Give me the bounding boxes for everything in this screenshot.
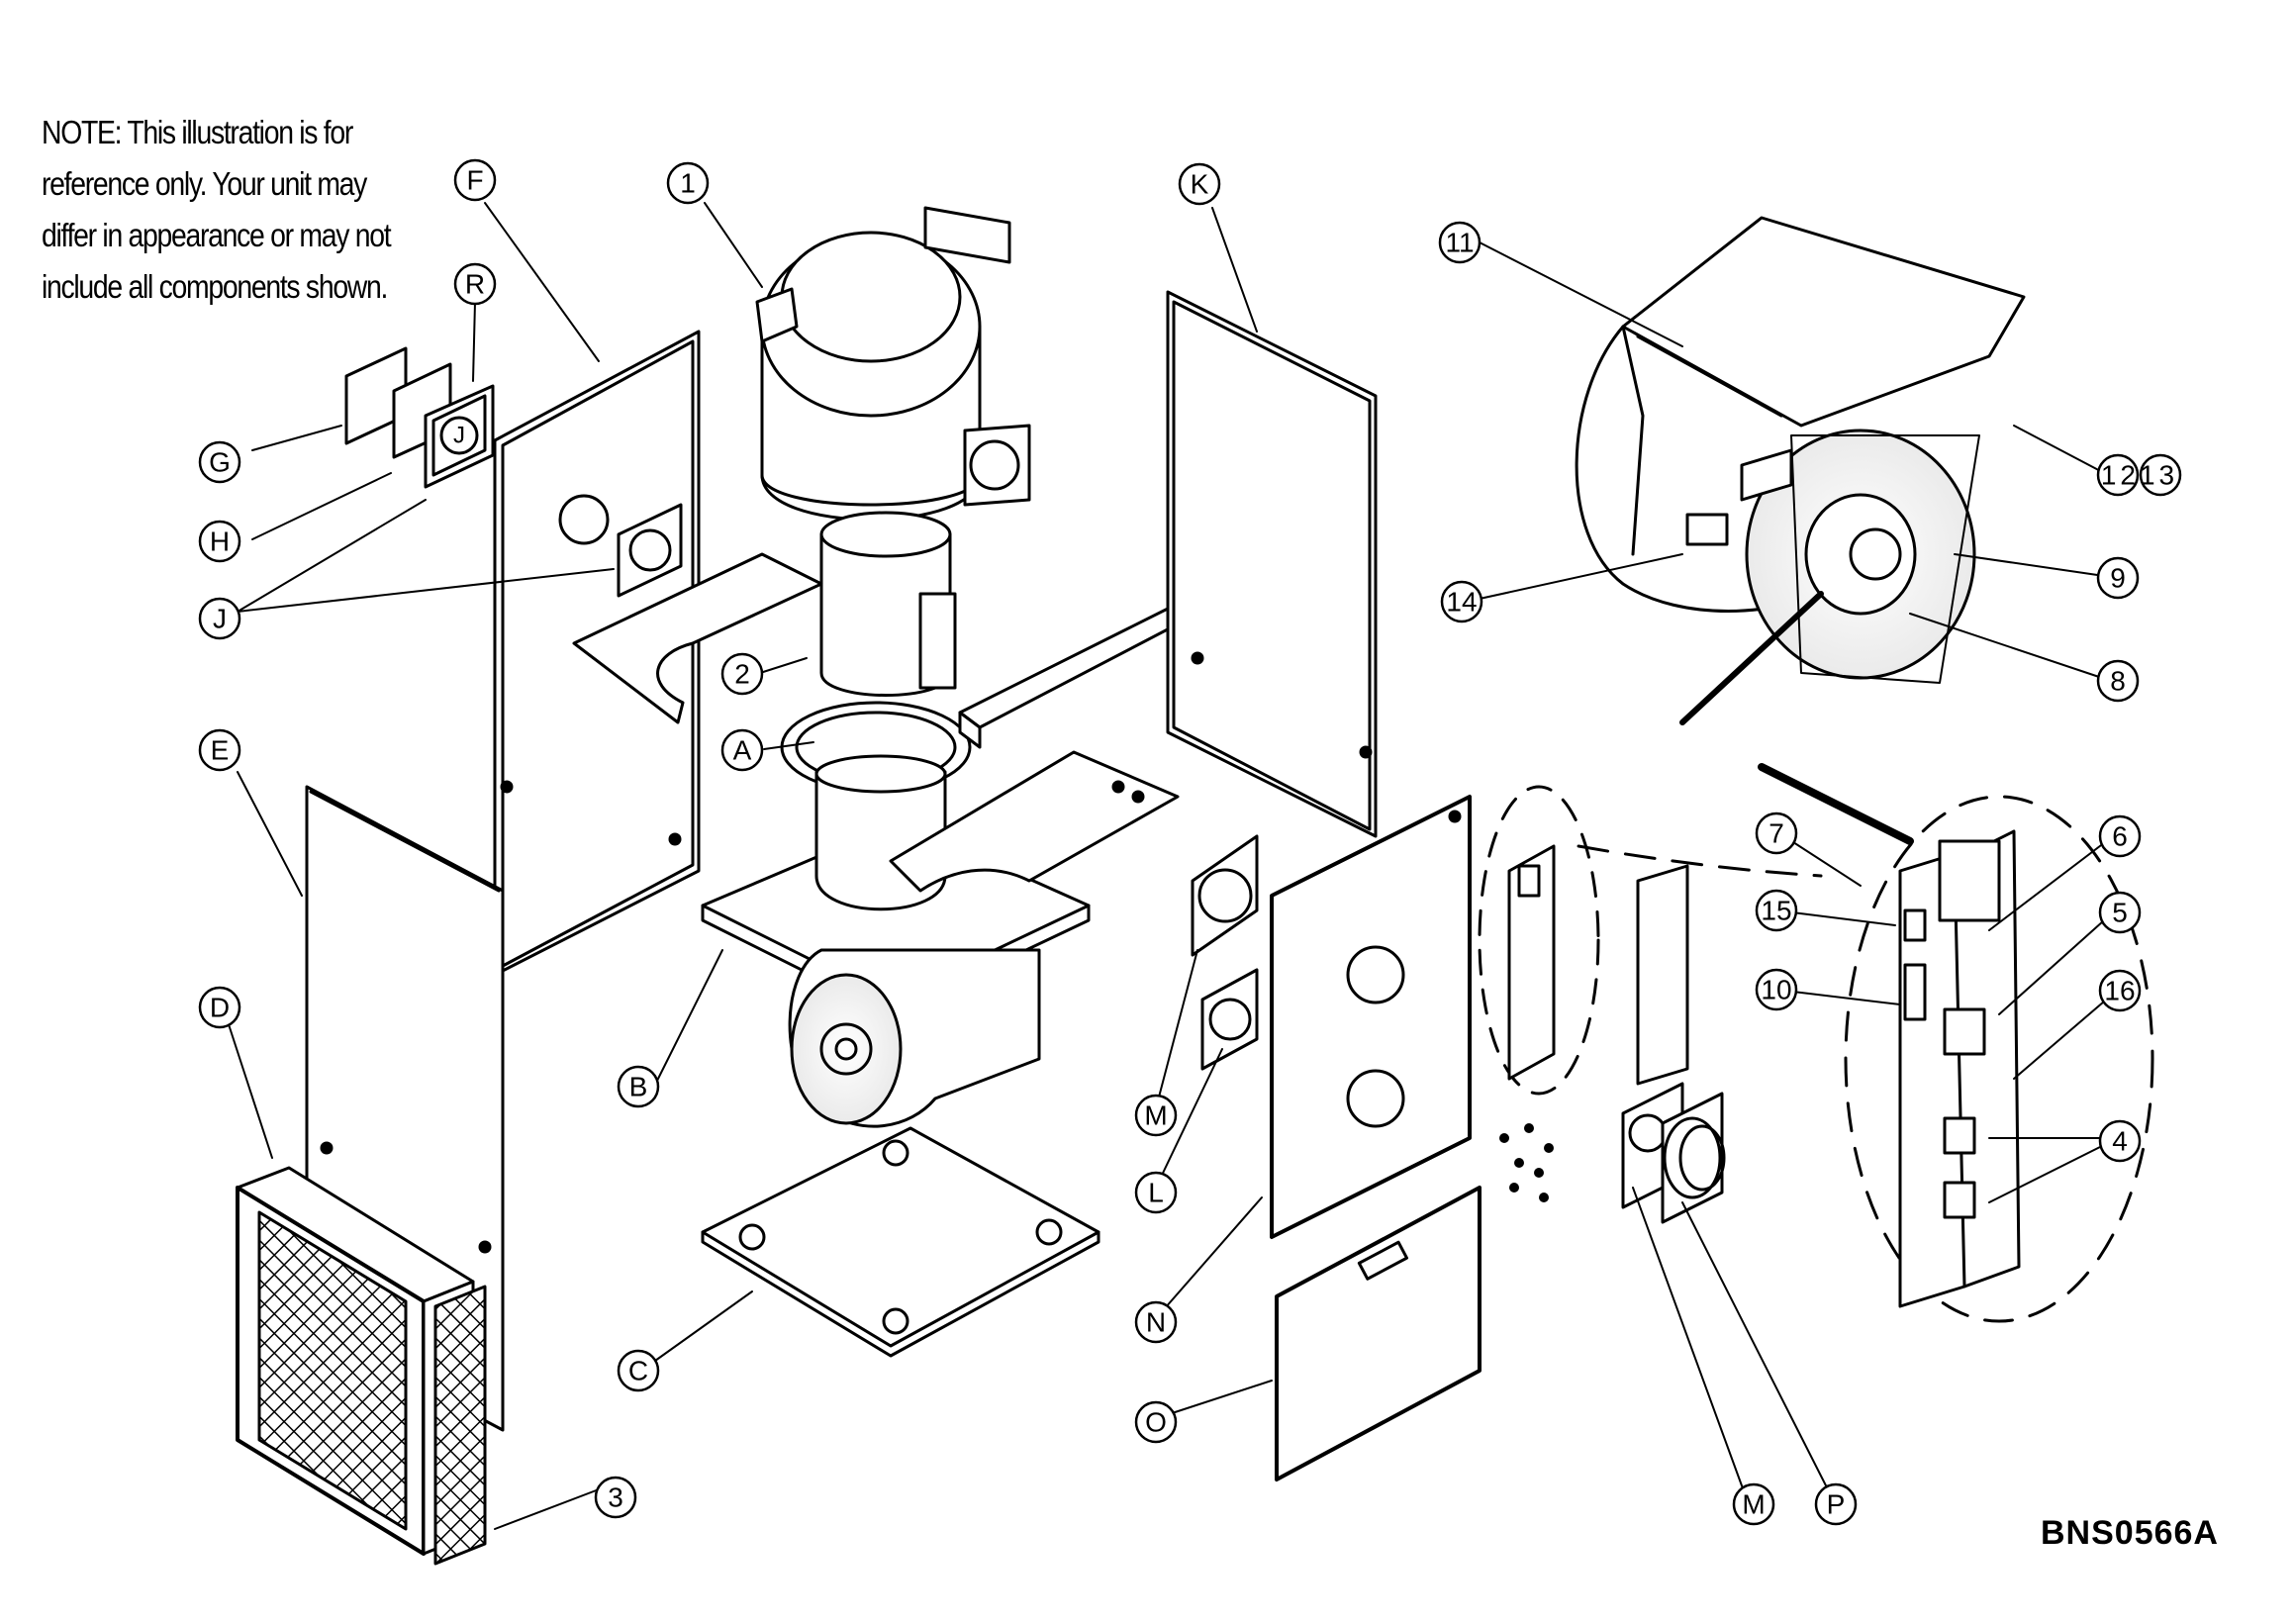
callout-m-upper: M <box>1144 1100 1167 1131</box>
gasket-strip <box>1636 864 1689 1086</box>
callout-circle-9 <box>2096 556 2140 600</box>
note-line-4: include all components shown. <box>42 268 388 305</box>
callout-circle-p <box>1814 1482 1858 1526</box>
vent-collar-p <box>1661 1092 1726 1224</box>
note-line-3: differ in appearance or may not <box>42 217 392 253</box>
callout-circle-10 <box>1755 968 1798 1011</box>
control-box-detail <box>1758 763 2154 1323</box>
right-rear-panel-k <box>1166 290 1378 838</box>
callout-8: 8 <box>2110 666 2126 697</box>
flange-plate-m <box>1191 834 1259 957</box>
callout-circle-l <box>1134 1171 1178 1214</box>
combustion-tube-2 <box>819 511 957 697</box>
callout-c: C <box>628 1356 648 1386</box>
flange-plate-r <box>424 384 495 489</box>
callout-a: A <box>733 735 752 766</box>
note-line-2: reference only. Your unit may <box>42 165 367 202</box>
callout-circle-n <box>1134 1300 1178 1344</box>
callout-3: 3 <box>608 1482 623 1513</box>
illustration-note: NOTE: This illustration is for reference… <box>42 107 392 313</box>
callout-circle-c <box>617 1349 660 1392</box>
circulating-blower <box>788 948 1041 1128</box>
callout-circle-14 <box>1440 580 1483 623</box>
dashed-leader <box>1577 844 1823 878</box>
callout-15: 15 <box>1761 896 1791 926</box>
callout-b: B <box>629 1072 648 1102</box>
baffle-right <box>889 750 1180 893</box>
baffle-left <box>572 552 823 724</box>
callout-circle-r <box>453 262 497 306</box>
callout-circle-4 <box>2098 1119 2142 1163</box>
callout-11: 11 <box>1445 228 1474 258</box>
access-door-o <box>1275 1186 1482 1481</box>
callout-circle-5 <box>2098 891 2142 934</box>
callout-circle-7 <box>1755 812 1798 855</box>
callout-4: 4 <box>2112 1126 2128 1157</box>
callout-circle-12 <box>2096 453 2140 497</box>
heat-exchanger-1 <box>755 206 1031 522</box>
callout-circle-8 <box>2096 659 2140 703</box>
callout-p: P <box>1827 1489 1846 1520</box>
callout-circle-o <box>1134 1400 1178 1444</box>
callout-5: 5 <box>2112 898 2128 928</box>
callout-14: 14 <box>1446 587 1477 618</box>
callout-circle-d <box>198 986 241 1029</box>
control-panel-assembly <box>1478 785 1600 1096</box>
callout-circle-g <box>198 440 241 484</box>
callout-circle-3 <box>594 1476 637 1519</box>
callout-o: O <box>1145 1407 1167 1438</box>
callout-circle-16 <box>2098 969 2142 1012</box>
base-pan-c <box>701 1126 1100 1358</box>
callout-circle-11 <box>1438 221 1482 264</box>
callout-r: R <box>465 269 485 300</box>
air-filter <box>433 1285 487 1566</box>
callout-circle-f <box>453 158 497 202</box>
callout-l: L <box>1148 1178 1164 1208</box>
callout-circle-m1 <box>1134 1094 1178 1137</box>
callout-j-plate: J <box>453 423 465 449</box>
callout-circle-h <box>198 520 241 563</box>
leader-lines <box>227 202 2119 1530</box>
callout-circle-k <box>1178 162 1221 206</box>
callout-circle-2 <box>720 652 764 696</box>
flange-plate-j <box>617 503 683 598</box>
callout-10: 10 <box>1761 975 1791 1005</box>
callout-circle-13 <box>2139 453 2182 497</box>
callout-9: 9 <box>2110 563 2126 594</box>
callout-12-13: 1213 <box>2101 460 2178 491</box>
callout-6: 6 <box>2112 821 2128 852</box>
callout-circle-e <box>198 728 241 772</box>
callout-labels: F R G H J J E D 3 1 2 A B C K M L N O M … <box>209 165 2178 1520</box>
callout-k: K <box>1191 169 1209 200</box>
callout-e: E <box>211 735 230 766</box>
callout-circle-a <box>720 728 764 772</box>
callout-n: N <box>1146 1307 1166 1338</box>
callout-circle-6 <box>2098 814 2142 858</box>
callout-circle-15 <box>1755 889 1798 932</box>
callout-16: 16 <box>2104 976 2135 1006</box>
hardware-dots <box>1499 1123 1554 1202</box>
blower-assembly <box>1575 216 2026 725</box>
callout-circle-m2 <box>1732 1482 1775 1526</box>
flange-plate-l <box>1200 968 1259 1071</box>
callout-circle-1 <box>666 161 710 205</box>
callout-f: F <box>466 165 483 196</box>
callout-j-lower: J <box>213 604 227 634</box>
callout-2: 2 <box>734 659 750 690</box>
callout-7: 7 <box>1768 818 1784 849</box>
callout-circle-j <box>198 597 241 640</box>
callouts <box>198 158 2182 1526</box>
callout-circle-b <box>617 1065 660 1108</box>
callout-m-lower: M <box>1742 1489 1765 1520</box>
callout-h: H <box>210 526 230 557</box>
right-front-panel-n <box>1270 795 1472 1239</box>
callout-d: D <box>210 993 230 1023</box>
drawing-code: BNS0566A <box>2041 1514 2219 1552</box>
callout-1: 1 <box>680 168 696 199</box>
callout-g: G <box>209 447 231 478</box>
note-line-1: NOTE: This illustration is for <box>42 114 353 150</box>
